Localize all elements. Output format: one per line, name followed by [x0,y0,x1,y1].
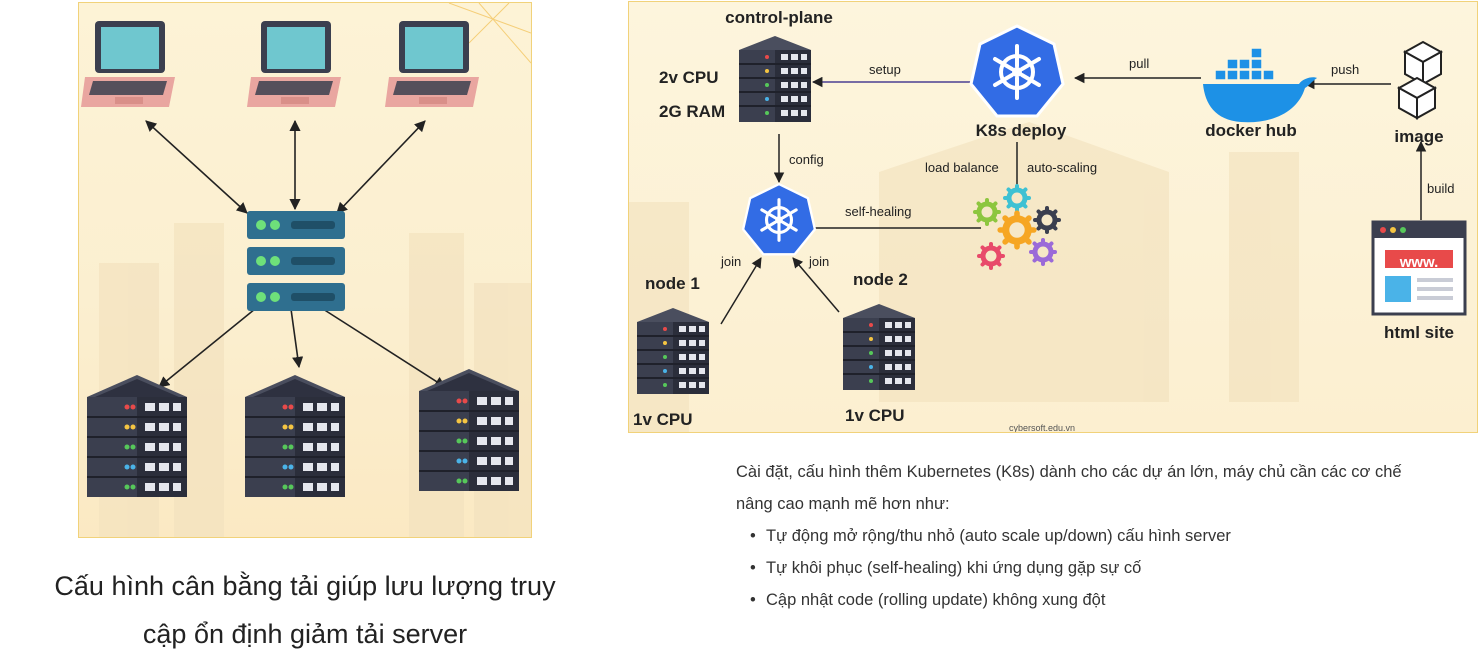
k8s-deploy-label: K8s deploy [976,121,1067,140]
description-bullet: Tự động mở rộng/thu nhỏ (auto scale up/d… [750,520,1436,552]
diagram-edges [720,72,1427,325]
load-balancer-diagram [78,2,532,538]
node1-server-icon [636,307,710,395]
laptop-icon [385,21,479,107]
control-plane-label: control-plane [725,8,833,27]
load-balancer-svg [81,3,531,537]
watermark: cybersoft.edu.vn [1009,423,1075,432]
edge-auto-scaling-label: auto-scaling [1027,160,1097,175]
lb-caption-line1: Cấu hình cân bằng tải giúp lưu lượng tru… [54,571,556,601]
image-label: image [1394,127,1443,146]
docker-icon [1203,47,1317,123]
html-site-icon [1371,220,1467,316]
kubernetes-deploy-icon [969,24,1065,118]
laptop-icon [81,21,175,107]
server-icon [86,374,188,498]
description-bullets: Tự động mở rộng/thu nhỏ (auto scale up/d… [736,520,1436,616]
kubernetes-cluster-icon [741,182,817,256]
docker-hub-label: docker hub [1205,121,1297,140]
description-intro: Cài đặt, cấu hình thêm Kubernetes (K8s) … [736,463,1402,513]
control-plane-cpu: 2v CPU [659,68,719,87]
edge-setup-label: setup [869,62,901,77]
network-decoration [448,3,531,64]
control-plane-server-icon [738,35,812,123]
connection-arrows [145,119,446,388]
node2-label: node 2 [853,270,908,289]
node2-cpu: 1v CPU [845,406,905,425]
laptop-icon [247,21,341,107]
edge-join1-label: join [720,254,741,269]
image-cubes-icon [1396,40,1444,120]
load-balancer-icon [247,211,345,311]
html-site-label: html site [1384,323,1454,342]
edge-config-label: config [789,152,824,167]
edge-pull-label: pull [1129,56,1149,71]
k8s-description: Cài đặt, cấu hình thêm Kubernetes (K8s) … [736,456,1436,616]
lb-caption-line2: cập ổn định giảm tải server [142,619,468,649]
control-plane-ram: 2G RAM [659,102,725,121]
description-bullet: Tự khôi phục (self-healing) khi ứng dụng… [750,552,1436,584]
k8s-architecture-diagram: control-plane 2v CPU 2G RAM K8s deploy d… [628,1,1478,433]
node1-label: node 1 [645,274,700,293]
edge-join2-label: join [808,254,829,269]
node2-server-icon [842,303,916,391]
k8s-architecture-svg: control-plane 2v CPU 2G RAM K8s deploy d… [629,8,1467,432]
edge-build-label: build [1427,181,1454,196]
server-icon [244,374,346,498]
node1-cpu: 1v CPU [633,410,693,429]
description-bullet: Cập nhật code (rolling update) không xun… [750,584,1436,616]
edge-self-healing-label: self-healing [845,204,912,219]
edge-push-label: push [1331,62,1359,77]
server-icon [418,368,520,492]
edge-load-balance-label: load balance [925,160,999,175]
www-label: www. [1399,254,1439,271]
